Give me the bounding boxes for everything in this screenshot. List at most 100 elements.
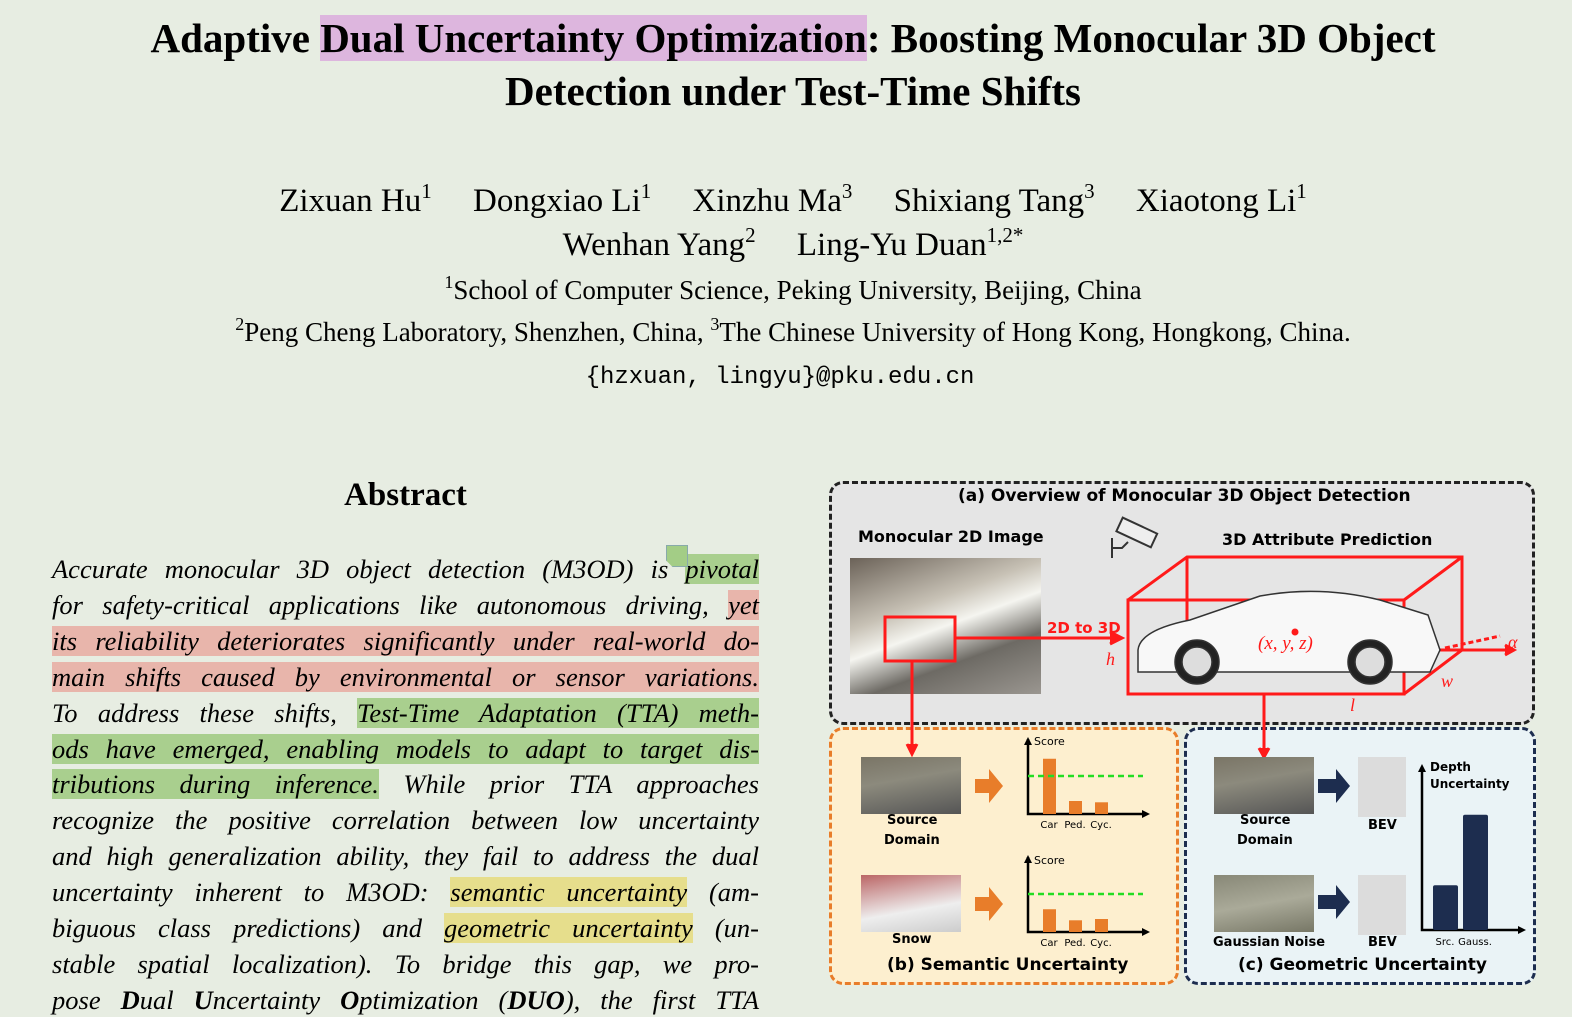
abstract-line: Accurate monocular 3D object detection (… [52,552,759,586]
source-thumbnail-c [1214,757,1314,814]
abstract-line: tributions during inference. While prior… [52,767,759,801]
abstract-line: ods have emerged, enabling models to ada… [52,732,759,766]
abstract-text: for safety-critical applications like au… [52,589,729,620]
author: Xiaotong Li1 [1135,179,1307,220]
source-label-c1: Source [1240,813,1291,828]
panel-a-title: (a) Overview of Monocular 3D Object Dete… [958,486,1411,506]
panel-b-title: (b) Semantic Uncertainty [887,955,1129,975]
score-chart-snow: Car Ped. Cyc. [1024,855,1150,949]
bar-ped [1069,920,1082,932]
highlighted-text[interactable]: tributions during inference. [52,769,379,800]
l-label: l [1350,695,1356,715]
abstract-line: main shifts caused by environmental or s… [52,660,759,694]
class-tick-label: Cyc. [1090,820,1112,831]
author: Shixiang Tang3 [893,179,1095,220]
highlighted-text[interactable]: yet [728,589,759,620]
axis [1420,768,1522,932]
title-suffix: : Boosting Monocular 3D Object [866,15,1436,61]
highlighted-text[interactable]: semantic uncertainty [450,877,688,908]
bar-car [1043,909,1056,932]
bar-cyc [1095,802,1108,814]
abstract-line: recognize the positive correlation betwe… [52,803,759,837]
orange-arrow-icons [975,769,1003,921]
street-photo [850,558,1041,694]
panel-c-title: (c) Geometric Uncertainty [1238,955,1487,975]
class-tick-label: Cyc. [1090,938,1112,949]
abstract-text: and high generalization ability, they fa… [52,841,759,872]
abstract-heading: Abstract [344,477,467,513]
depth-bar [1433,885,1458,930]
source-label-b1: Source [887,813,938,828]
abstract-line: stable spatial localization). To bridge … [52,947,759,981]
camera-icon [1111,516,1159,558]
bar-cyc [1095,919,1108,932]
source-label-b2: Domain [884,833,940,848]
depth-axis-label-2: Uncertainty [1430,777,1510,791]
abstract-line: uncertainty inherent to M3OD: semantic u… [52,875,759,909]
depth-tick-label: Gauss. [1458,937,1492,948]
w-label: w [1441,671,1454,691]
abstract-text: Accurate monocular 3D object detection (… [52,554,686,584]
h-label: h [1106,649,1115,669]
axis-arrowheads [1024,737,1150,818]
bev-label-2: BEV [1368,935,1397,950]
gaussian-label: Gaussian Noise [1213,935,1326,950]
affiliation-1: 1School of Computer Science, Peking Univ… [444,272,1142,305]
abstract-text: To address these shifts, [52,697,358,728]
class-tick-label: Car [1040,938,1058,949]
bev-gaussian [1358,875,1406,935]
class-tick-label: Ped. [1064,938,1085,949]
author: Wenhan Yang2 [562,223,756,264]
score-axis-label-2: Score [1034,854,1065,867]
authors-row-1: Zixuan Hu1 Dongxiao Li1 Xinzhu Ma3 Shixi… [0,179,1572,220]
author: Xinzhu Ma3 [692,179,853,220]
email: {hzxuan, lingyu}@pku.edu.cn [585,364,975,391]
highlighted-text[interactable]: geometric uncertainty [444,913,693,943]
authors-row-2: Wenhan Yang2 Ling-Yu Duan1,2* [0,223,1572,264]
abstract-line: its reliability deteriorates significant… [52,624,759,658]
abstract-text: uncertainty inherent to M3OD: [52,877,451,908]
center-label: (x, y, z) [1258,633,1313,654]
author: Zixuan Hu1 [279,179,432,220]
mono-image-label: Monocular 2D Image [858,527,1044,546]
snow-label: Snow [892,932,932,947]
abstract-line: for safety-critical applications like au… [52,588,759,622]
bev-label-1: BEV [1368,818,1397,833]
abstract-line: and high generalization ability, they fa… [52,839,759,873]
paper-title: Adaptive Dual Uncertainty Optimization: … [0,12,1572,118]
alpha-label: α [1508,632,1518,652]
abstract-text: biguous class predictions) and [52,913,445,943]
highlighted-text[interactable]: main shifts caused by environmental or s… [52,661,759,692]
affiliation-2-3: 2Peng Cheng Laboratory, Shenzhen, China,… [235,314,1351,347]
abstract-text: stable spatial localization). To bridge … [52,948,759,979]
depth-bar [1463,814,1488,930]
axis-arrowheads [1024,855,1150,936]
snow-thumbnail [861,875,961,932]
2d-to-3d-label: 2D to 3D [1047,619,1121,637]
abstract-line: biguous class predictions) and geometric… [52,911,759,945]
score-axis-label-1: Score [1034,735,1065,748]
depth-axis-label-1: Depth [1430,760,1471,774]
author: Dongxiao Li1 [473,179,652,220]
highlighted-text[interactable]: its reliability deteriorates significant… [52,625,759,656]
class-tick-label: Ped. [1064,820,1085,831]
source-label-c2: Domain [1237,833,1293,848]
navy-arrow-icons [1318,769,1350,919]
bar-ped [1069,801,1082,814]
comment-note-icon[interactable] [666,545,688,567]
author: Ling-Yu Duan1,2* [796,223,1024,264]
gaussian-thumbnail [1214,875,1314,932]
source-thumbnail-b [861,757,961,814]
bev-source [1358,757,1406,817]
abstract-line: To address these shifts, Test-Time Adapt… [52,696,759,730]
highlighted-text[interactable]: pivotal [685,554,759,584]
title-highlight[interactable]: Dual Uncertainty Optimization [320,15,867,61]
center-point [1291,628,1299,636]
highlighted-text[interactable]: ods have emerged, enabling models to ada… [52,733,759,764]
title-line2: Detection under Test-Time Shifts [505,68,1081,114]
title-prefix: Adaptive [150,15,321,61]
depth-uncertainty-chart: Src.Gauss. [1418,764,1526,948]
highlighted-text[interactable]: Test-Time Adaptation (TTA) meth- [357,697,759,728]
